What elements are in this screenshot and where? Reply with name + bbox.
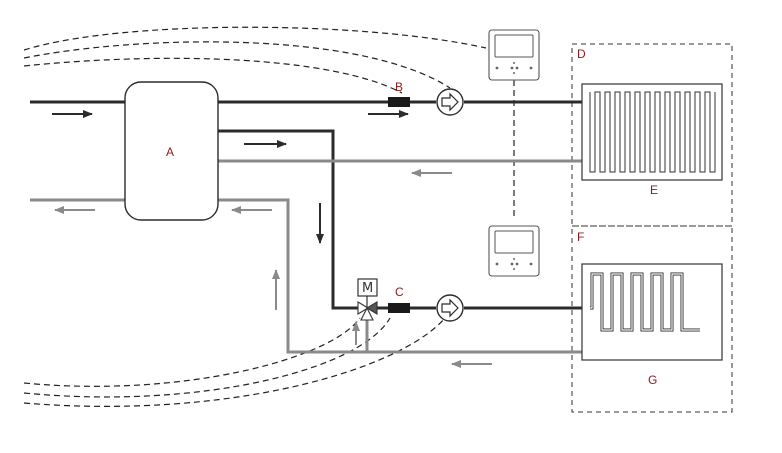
floor-heating-loop-inner — [590, 273, 700, 331]
thermostat-controller-icon — [488, 225, 540, 277]
flow-arrows — [52, 110, 492, 368]
motor-label: M — [362, 281, 373, 296]
radiator — [581, 83, 723, 181]
radiator-fin — [667, 94, 669, 170]
pump-icon — [436, 294, 464, 322]
radiator-fin — [697, 94, 699, 170]
thermostat-controller-icon — [488, 29, 540, 81]
radiator-fin — [702, 94, 704, 170]
wire-top-1 — [23, 26, 487, 51]
radiator-coil — [589, 91, 716, 173]
radiator-fin — [662, 94, 664, 170]
floor-heating — [581, 263, 723, 361]
radiator-fin — [692, 94, 694, 170]
radiator-fin — [672, 94, 674, 170]
radiator-fin — [612, 94, 614, 170]
radiator-fin — [592, 94, 594, 170]
zone-f-label: F — [577, 230, 584, 244]
zone-d-label: D — [577, 47, 586, 61]
wire-bottom-1 — [23, 317, 361, 387]
radiator-fin — [632, 94, 634, 170]
floor-heating-label: G — [648, 373, 657, 387]
radiator-fin — [652, 94, 654, 170]
radiator-fin — [597, 94, 599, 170]
radiator-fin — [657, 94, 659, 170]
pump-icon — [436, 88, 464, 116]
zone-f-box — [571, 225, 733, 413]
radiator-fin — [707, 94, 709, 170]
radiator-fin — [677, 94, 679, 170]
radiator-fin — [627, 94, 629, 170]
radiator-fin — [642, 94, 644, 170]
wire-bottom-3 — [23, 317, 446, 407]
radiator-fin — [602, 94, 604, 170]
sensor-b: B — [388, 80, 410, 107]
wire-bottom-2 — [23, 317, 391, 398]
buffer-tank: A — [124, 81, 219, 221]
sensor-c: C — [388, 285, 410, 313]
wire-top-2 — [23, 41, 451, 89]
radiator-fins — [589, 91, 716, 173]
radiator-fin — [607, 94, 609, 170]
radiator-fin — [712, 94, 714, 170]
radiator-fin — [637, 94, 639, 170]
sensor-b-label: B — [395, 80, 403, 94]
supply-pipes — [30, 100, 590, 310]
radiator-fin — [617, 94, 619, 170]
radiator-label: E — [650, 183, 658, 197]
radiator-fin — [647, 94, 649, 170]
radiator-fin — [687, 94, 689, 170]
radiator-fin — [682, 94, 684, 170]
radiator-fin — [622, 94, 624, 170]
three-way-valve-icon: M — [357, 278, 378, 321]
tank-label: A — [166, 145, 174, 159]
control-wires — [23, 26, 515, 407]
sensor-c-label: C — [395, 285, 404, 299]
wire-top-3 — [23, 57, 403, 94]
